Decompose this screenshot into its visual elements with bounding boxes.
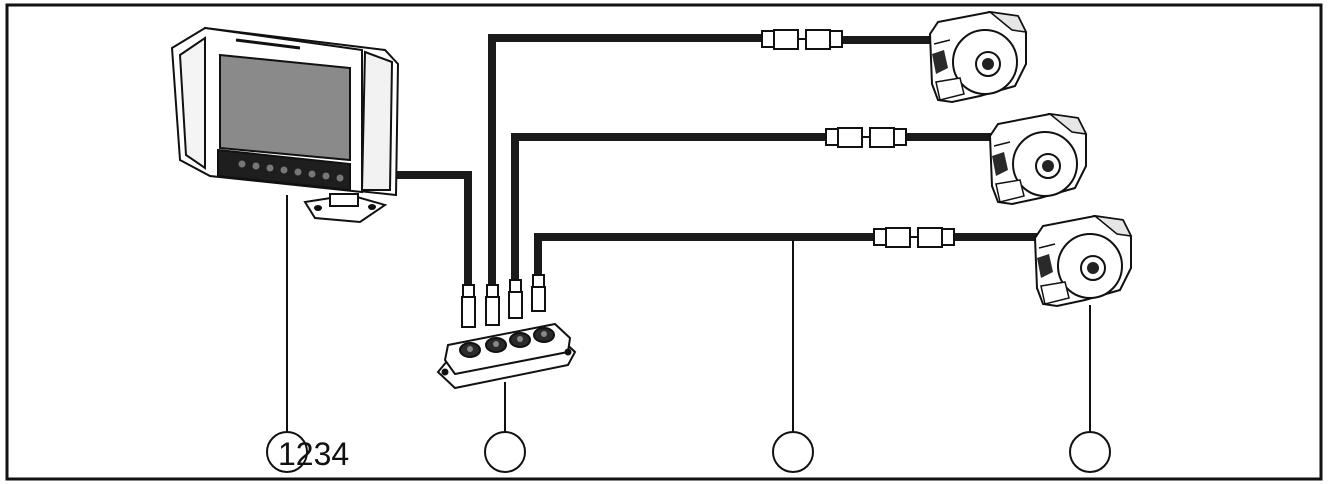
leader-lines xyxy=(286,195,1091,432)
camera-2-cable xyxy=(511,133,826,280)
camera-icon xyxy=(929,11,1027,103)
connector-icon xyxy=(509,279,522,293)
connector-icon xyxy=(462,284,475,298)
monitor-icon xyxy=(170,26,400,224)
camera-1-cable xyxy=(488,34,762,285)
camera-icon xyxy=(1034,215,1132,307)
inline-connector-1 xyxy=(761,29,843,50)
monitor-screen xyxy=(219,53,351,162)
connector-icon xyxy=(486,284,499,298)
callout-circle-camera xyxy=(1069,431,1111,473)
callout-circle-monitor xyxy=(266,431,308,473)
connector-icon xyxy=(532,274,545,288)
callout-label-monitor: 1234 xyxy=(278,436,349,472)
junction-box-icon xyxy=(436,322,577,390)
inline-connector-2 xyxy=(825,127,907,148)
cables xyxy=(395,34,1040,285)
callout-circles xyxy=(266,431,1111,473)
monitor-cable xyxy=(395,171,472,285)
camera-icon xyxy=(989,113,1087,205)
diagram-frame xyxy=(5,3,1323,481)
inline-connector-3 xyxy=(873,227,955,248)
plug-ends xyxy=(461,274,546,328)
camera-3-cable xyxy=(534,233,874,275)
callout-circle-junction-box xyxy=(484,431,526,473)
callout-circle-cable xyxy=(772,431,814,473)
